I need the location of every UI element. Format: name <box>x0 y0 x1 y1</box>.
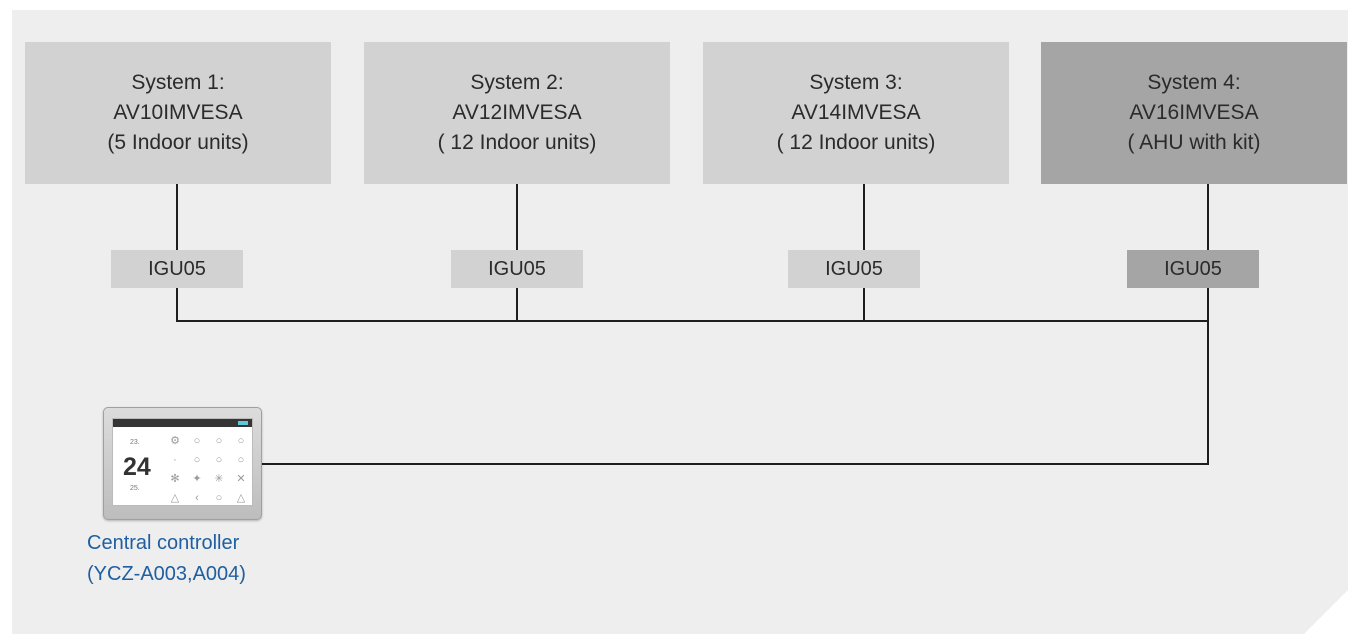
cross-icon: ✕ <box>236 473 246 485</box>
gateway-2: IGU05 <box>451 250 583 288</box>
circle-icon: ○ <box>237 434 245 447</box>
screen-temp-low: 25. <box>130 485 140 492</box>
status-indicator <box>238 421 248 425</box>
gateway-4-label: IGU05 <box>1164 257 1222 280</box>
wire-gateway-3-to-bus <box>863 288 865 321</box>
system-3-model: AV14IMVESA <box>791 101 921 124</box>
star-icon: ✦ <box>192 473 202 485</box>
wire-gateway-2-to-bus <box>516 288 518 321</box>
controller-screen: 23. 24 25. ⚙ ○ ○ ○ · ○ ○ ○ ✻ ✦ ✳ ✕ △ ‹ ○… <box>112 418 253 506</box>
communication-bus <box>176 320 1209 322</box>
system-4-units: ( AHU with kit) <box>1127 131 1261 154</box>
system-2-name: System 2: <box>470 71 564 94</box>
system-3-units: ( 12 Indoor units) <box>776 131 936 154</box>
chevron-icon: ‹ <box>195 491 199 504</box>
circle-icon: ○ <box>193 453 201 466</box>
screen-icon-grid: ⚙ ○ ○ ○ · ○ ○ ○ ✻ ✦ ✳ ✕ △ ‹ ○ △ <box>165 432 251 505</box>
wire-system-1-to-gateway <box>176 184 178 250</box>
system-4-model: AV16IMVESA <box>1129 101 1259 124</box>
system-2-box: System 2: AV12IMVESA ( 12 Indoor units) <box>364 42 670 184</box>
system-2-units: ( 12 Indoor units) <box>437 131 597 154</box>
triangle-icon: △ <box>236 492 246 504</box>
triangle-icon: △ <box>170 492 180 504</box>
wire-system-2-to-gateway <box>516 184 518 250</box>
central-controller-device: 23. 24 25. ⚙ ○ ○ ○ · ○ ○ ○ ✻ ✦ ✳ ✕ △ ‹ ○… <box>103 407 262 520</box>
screen-status-bar <box>113 419 252 427</box>
system-4-box: System 4: AV16IMVESA ( AHU with kit) <box>1041 42 1347 184</box>
wire-system-4-to-gateway <box>1207 184 1209 250</box>
gateway-4: IGU05 <box>1127 250 1259 288</box>
gateway-1: IGU05 <box>111 250 243 288</box>
wire-controller-feed <box>260 463 1209 465</box>
wire-system-3-to-gateway <box>863 184 865 250</box>
system-2-model: AV12IMVESA <box>452 101 582 124</box>
central-controller-title: Central controller <box>87 532 240 554</box>
system-1-model: AV10IMVESA <box>113 101 243 124</box>
system-1-box: System 1: AV10IMVESA (5 Indoor units) <box>25 42 331 184</box>
circle-icon: ○ <box>193 434 201 447</box>
circle-icon: ○ <box>215 491 223 504</box>
circle-icon: ○ <box>237 453 245 466</box>
screen-temp-high: 23. <box>130 439 140 446</box>
system-1-units: (5 Indoor units) <box>107 131 249 154</box>
central-controller-models: (YCZ-A003,A004) <box>87 563 246 585</box>
gateway-1-label: IGU05 <box>148 257 206 280</box>
circle-icon: ○ <box>215 453 223 466</box>
dot-icon: · <box>173 453 177 466</box>
system-4-name: System 4: <box>1147 71 1241 94</box>
gear-icon: ⚙ <box>170 435 180 447</box>
asterisk-icon: ✳ <box>214 473 224 485</box>
gateway-3: IGU05 <box>788 250 920 288</box>
system-3-name: System 3: <box>809 71 903 94</box>
wire-bus-to-controller-drop <box>1207 288 1209 465</box>
gateway-2-label: IGU05 <box>488 257 546 280</box>
circle-icon: ○ <box>215 434 223 447</box>
screen-temp-main: 24 <box>123 453 151 481</box>
system-1-name: System 1: <box>131 71 225 94</box>
gateway-3-label: IGU05 <box>825 257 883 280</box>
central-controller-label: Central controller (YCZ-A003,A004) <box>87 528 246 590</box>
wire-gateway-1-to-bus <box>176 288 178 321</box>
system-3-box: System 3: AV14IMVESA ( 12 Indoor units) <box>703 42 1009 184</box>
fan-icon: ✻ <box>170 473 180 485</box>
corner-cut <box>1304 590 1348 634</box>
